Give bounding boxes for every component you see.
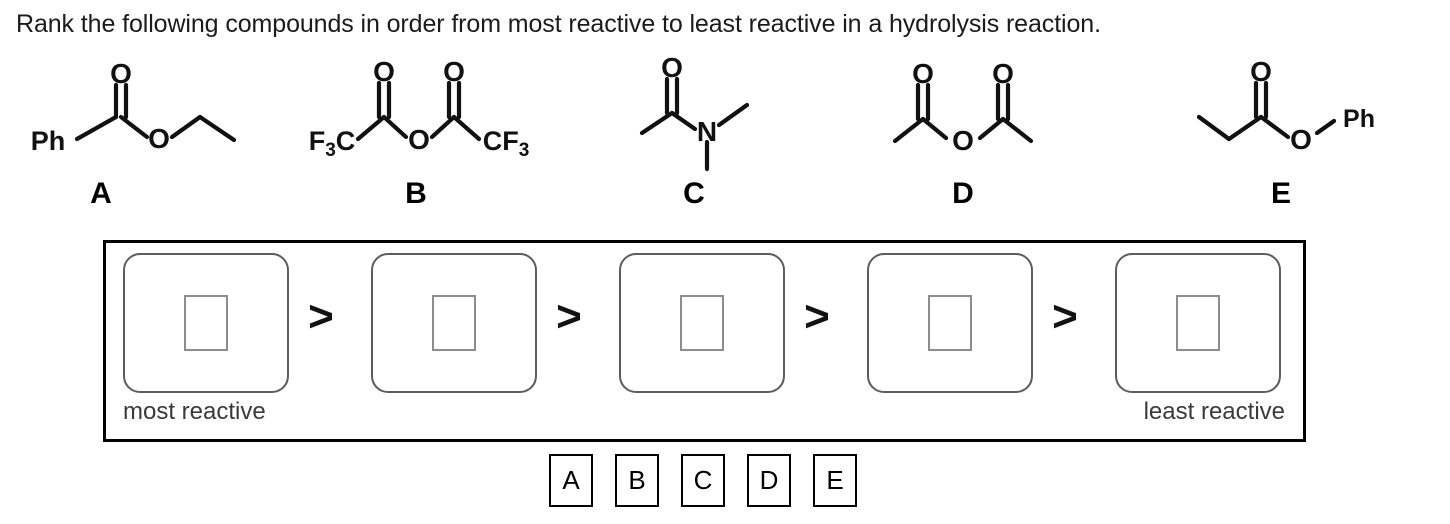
structure-ethyl-benzoate: Ph O O [31,58,237,156]
most-reactive-label: most reactive [123,398,266,425]
slot-group-2 [371,253,539,433]
dropzone-placeholder-3 [680,295,724,351]
compound-b: F3C O O O CF3 B [266,55,566,230]
dropzone-placeholder-1 [184,295,228,351]
atom-label-ph: Ph [31,126,66,156]
token-tray: A B C D E [549,454,857,507]
atom-label-ester-o: O [148,123,170,154]
dropzone-placeholder-5 [1176,295,1220,351]
dropzone-placeholder-4 [928,295,972,351]
compound-label-e: E [1270,177,1291,210]
dropzone-4[interactable] [867,253,1033,393]
separator-4: > [1052,292,1078,341]
slot-group-1: most reactive [123,253,291,433]
token-d[interactable]: D [747,454,791,507]
slot-strip: most reactive > > > > least reactive [106,243,1303,439]
compound-c: O N C [544,55,844,230]
atom-label-carbonyl-o-right: O [992,58,1014,89]
compound-label-c: C [683,177,705,210]
atom-label-nitrogen: N [697,116,717,147]
compound-label-a: A [90,177,112,210]
page-title: Rank the following compounds in order fr… [16,10,1101,38]
slot-group-4 [867,253,1035,433]
dropzone-placeholder-2 [432,295,476,351]
atom-label-cf3: CF3 [483,126,530,161]
dropzone-2[interactable] [371,253,537,393]
atom-label-carbonyl-o: O [110,58,132,89]
separator-1: > [308,292,334,341]
atom-label-carbonyl-o: O [1250,56,1272,87]
token-b[interactable]: B [615,454,659,507]
separator-3: > [804,292,830,341]
dropzone-1[interactable] [123,253,289,393]
compound-d: O O O D [813,55,1113,230]
slot-group-5: least reactive [1115,253,1285,433]
atom-label-bridge-o: O [952,125,974,156]
token-c[interactable]: C [681,454,725,507]
separator-2: > [556,292,582,341]
structure-phenyl-propanoate: O O Ph [1196,56,1375,155]
atom-label-carbonyl-o-right: O [443,56,465,87]
compound-a: Ph O O A [0,55,251,230]
token-a[interactable]: A [549,454,593,507]
dropzone-5[interactable] [1115,253,1281,393]
atom-label-f3c: F3C [309,126,356,161]
compound-label-b: B [405,177,427,210]
atom-label-bridge-o: O [408,124,430,155]
token-e[interactable]: E [813,454,857,507]
dropzone-3[interactable] [619,253,785,393]
atom-label-carbonyl-o: O [661,55,683,83]
structure-trifluoroacetic-anhydride: F3C O O O CF3 [309,56,530,161]
compound-e: O O Ph E [1131,55,1431,230]
slot-group-3 [619,253,787,433]
compound-label-d: D [952,177,974,210]
compound-row: Ph O O A F3C O O O CF3 B [0,55,1450,230]
atom-label-carbonyl-o-left: O [373,56,395,87]
atom-label-carbonyl-o-left: O [912,58,934,89]
structure-dimethylacetamide: O N [639,55,750,172]
ranking-answer-box: most reactive > > > > least reactive [103,240,1306,442]
atom-label-ph: Ph [1343,105,1375,133]
structure-acetic-anhydride: O O O [892,58,1034,156]
least-reactive-label: least reactive [1143,398,1285,425]
atom-label-ester-o: O [1290,124,1312,155]
